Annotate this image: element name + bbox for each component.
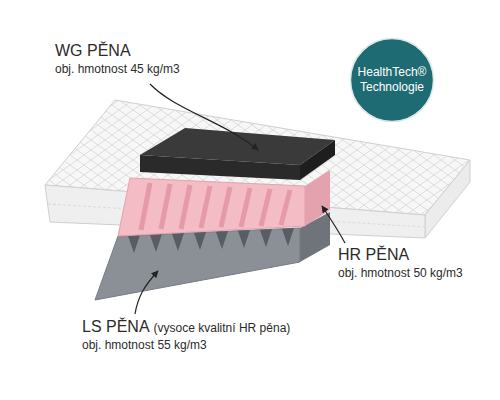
foam-notch [260,229,272,247]
mattress-end [425,160,470,238]
leader-lines [135,84,345,314]
hr-foam-front [118,178,305,236]
mattress-cover [45,100,470,238]
foam-notch [216,231,228,249]
foam-notch [282,228,294,246]
part-name: WG PĚNA [55,42,131,60]
badge-circle: HealthTech® Technologie [349,37,435,123]
leader-line [322,206,345,243]
leader-line [150,84,258,150]
foam-notch [172,233,184,251]
density-note: obj. hmotnost 45 kg/m3 [55,63,180,77]
foam-notch [150,234,162,252]
hr-foam-side [305,170,330,226]
part-name: LS PĚNA [82,318,150,336]
foam-notch [238,230,250,248]
wg-foam-front [140,155,300,180]
wg-foam-side [300,140,335,180]
leader-line [135,271,158,314]
density-note: obj. hmotnost 50 kg/m3 [338,267,463,281]
foam-notch [194,232,206,250]
ls-foam-front [95,228,300,300]
part-name: HR PĚNA [338,246,409,264]
foam-notch [128,235,140,253]
badge-circle-shape [351,39,434,122]
part-note: (vysoce kvalitní HR pěna) [154,322,291,336]
density-note: obj. hmotnost 55 kg/m3 [82,339,207,353]
hr-foam-ridges [141,183,290,230]
badge-text: HealthTech® Technologie [352,65,432,95]
badge-content: HealthTech® Technologie [349,37,435,123]
